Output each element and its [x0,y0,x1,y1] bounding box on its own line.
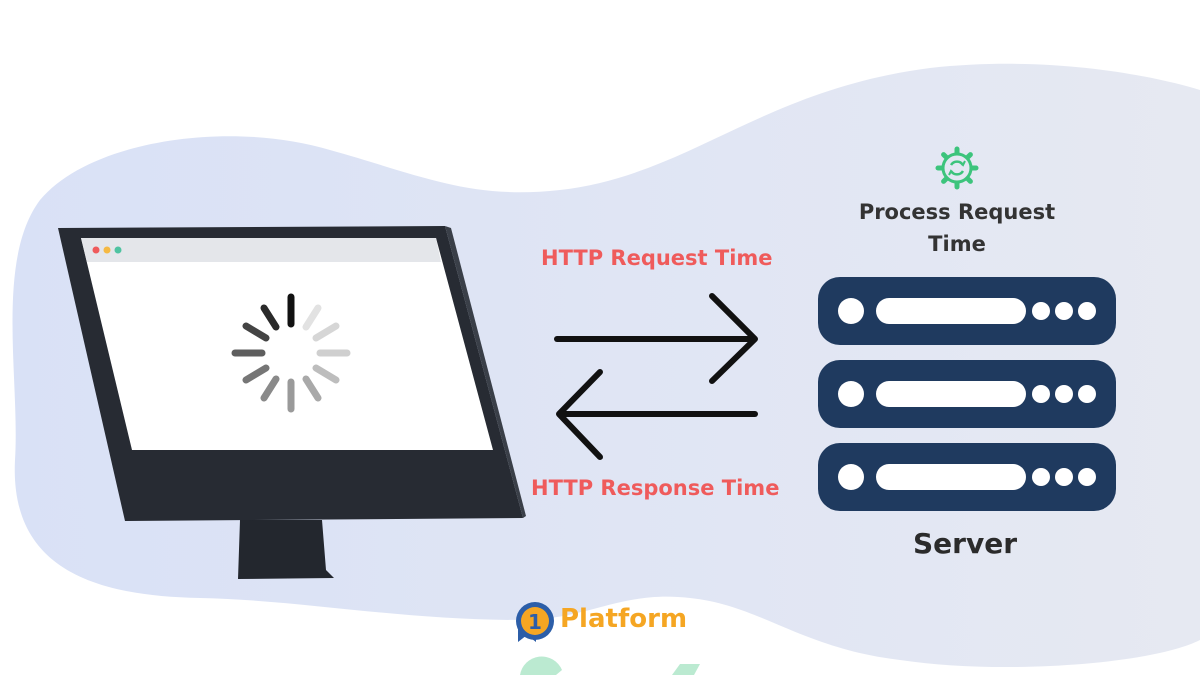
server-unit [818,360,1116,428]
watermark-fragment [520,656,700,675]
window-close-dot [92,246,100,254]
server-unit [818,277,1116,345]
arrow-left-icon [556,369,758,460]
window-minimize-dot [103,246,111,254]
monitor-stand [238,520,334,579]
server-unit [818,443,1116,511]
badge-one-icon: 1 [516,602,554,642]
http-response-time-label: HTTP Response Time [531,476,780,500]
process-request-time-label: Process Request Time [858,200,1056,256]
monitor-screen [81,238,493,450]
monitor-icon [58,226,526,579]
gear-sync-icon [935,146,979,190]
window-maximize-dot [114,246,122,254]
brand-name: Platform [560,604,688,634]
loading-spinner-icon [231,293,351,413]
arrow-right-icon [554,293,758,384]
server-label: Server [912,527,1017,560]
browser-title-bar [81,238,441,262]
svg-text:1: 1 [528,610,542,634]
server-rack-icon [818,277,1116,511]
http-request-time-label: HTTP Request Time [541,246,773,270]
